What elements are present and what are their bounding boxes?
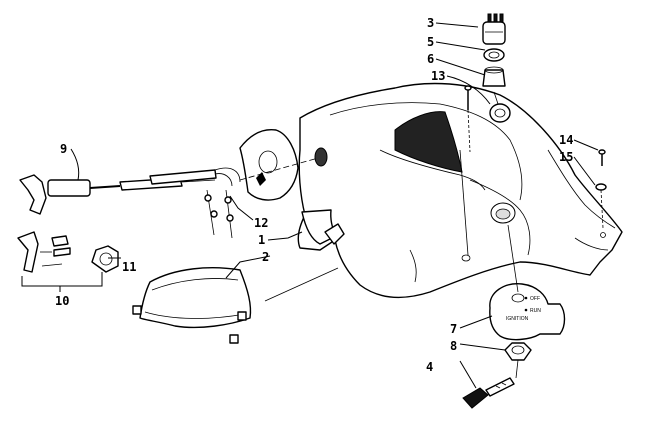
lock-nut: [489, 103, 511, 123]
throttle-assembly: [19, 157, 319, 239]
callout-15: 15: [559, 150, 573, 164]
callout-4: 4: [426, 360, 433, 374]
ignition-key: [462, 377, 515, 409]
callout-13: 13: [431, 69, 445, 83]
callout-7: 7: [450, 322, 457, 336]
callout-12: 12: [254, 216, 268, 230]
screw-13: [464, 85, 472, 110]
console-housing: [297, 82, 623, 299]
callout-6: 6: [427, 52, 434, 66]
lever-kit-10: [17, 231, 71, 273]
callout-11: 11: [122, 260, 136, 274]
callout-8: 8: [450, 339, 457, 353]
bezel: [482, 66, 506, 87]
washer-15: [595, 183, 607, 191]
callout-labels: 1 2 3 4 5 6 7 8 9 10 11 12 13 14 15: [55, 16, 573, 374]
ignition-switch-plate: OFF RUN IGNITION: [489, 283, 566, 341]
callout-2: 2: [262, 250, 269, 264]
leader-lines: [21, 22, 604, 389]
screw-14: [598, 149, 606, 166]
ring: [483, 48, 505, 62]
callout-9: 9: [60, 142, 67, 156]
callout-5: 5: [427, 35, 434, 49]
decal-plate-12: [239, 128, 299, 201]
switch-label-off: OFF: [530, 296, 540, 302]
bushing-11: [91, 245, 119, 273]
lower-cover-panel: [132, 267, 339, 344]
callout-10: 10: [55, 294, 69, 308]
ignition-switch-body: [482, 13, 506, 45]
nut-8: [504, 342, 532, 361]
switch-label-run: RUN: [530, 308, 541, 314]
callout-1: 1: [258, 233, 265, 247]
callout-14: 14: [559, 133, 573, 147]
callout-3: 3: [427, 16, 434, 30]
switch-label-ignition: IGNITION: [506, 316, 529, 322]
